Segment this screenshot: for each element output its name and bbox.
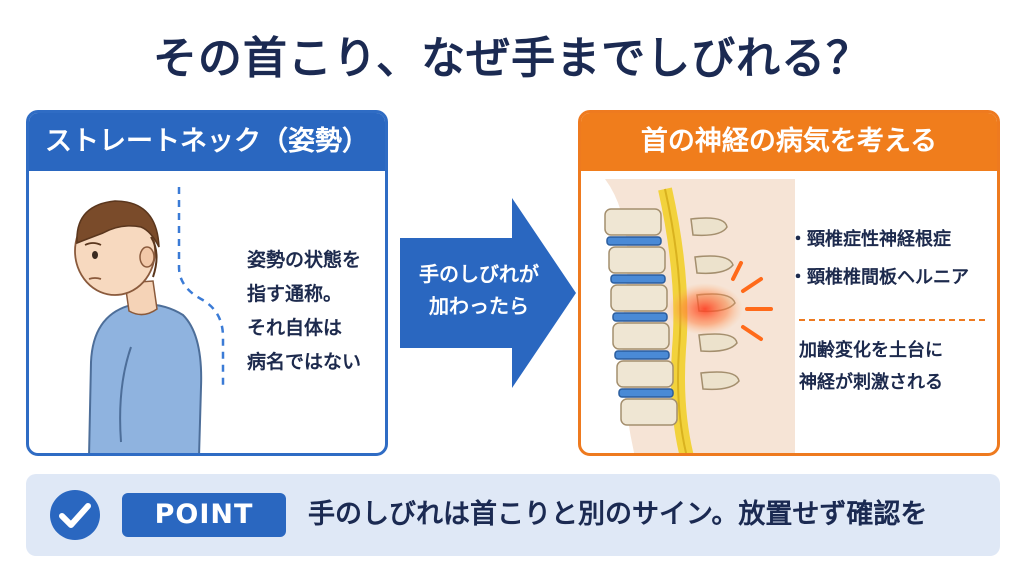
straight-neck-header: ストレートネック（姿勢）	[29, 113, 385, 171]
cervical-spine-illustration	[604, 179, 795, 453]
description-line: 加齢変化を土台に	[799, 340, 943, 361]
description-line: 神経が刺激される	[799, 372, 943, 393]
check-circle-icon	[50, 490, 100, 540]
straight-neck-panel: ストレートネック（姿勢） 姿勢の状態を 指す通称。 それ自体は 病名ではない	[26, 110, 388, 456]
dashed-divider	[799, 319, 985, 321]
nerve-disease-panel: 首の神経の病気を考える	[578, 110, 1000, 456]
point-badge: POINT	[122, 493, 286, 537]
arrow-label-line: 手のしびれが	[419, 262, 539, 286]
description-line: それ自体は	[247, 317, 343, 339]
nerve-description: 加齢変化を土台に 神経が刺激される	[799, 335, 995, 399]
point-banner: POINT 手のしびれは首こりと別のサイン。放置せず確認を	[26, 474, 1000, 556]
nerve-disease-header: 首の神経の病気を考える	[581, 113, 997, 171]
list-item: ・頸椎症性神経根症	[789, 229, 951, 250]
description-line: 指す通称。	[247, 283, 343, 305]
list-item: ・頸椎椎間板ヘルニア	[789, 267, 969, 288]
person-posture-illustration	[74, 187, 225, 453]
straight-neck-description: 姿勢の状態を 指す通称。 それ自体は 病名ではない	[247, 243, 385, 379]
description-line: 病名ではない	[247, 351, 362, 373]
arrow-label: 手のしびれが 加わったら	[404, 258, 554, 322]
description-line: 姿勢の状態を	[247, 249, 362, 271]
right-arrow-icon	[400, 198, 576, 388]
arrow-label-line: 加わったら	[429, 294, 529, 318]
point-text: 手のしびれは首こりと別のサイン。放置せず確認を	[308, 499, 928, 530]
page-title: その首こり、なぜ手までしびれる？	[152, 33, 872, 84]
disease-list: ・頸椎症性神経根症 ・頸椎椎間板ヘルニア	[789, 221, 995, 297]
